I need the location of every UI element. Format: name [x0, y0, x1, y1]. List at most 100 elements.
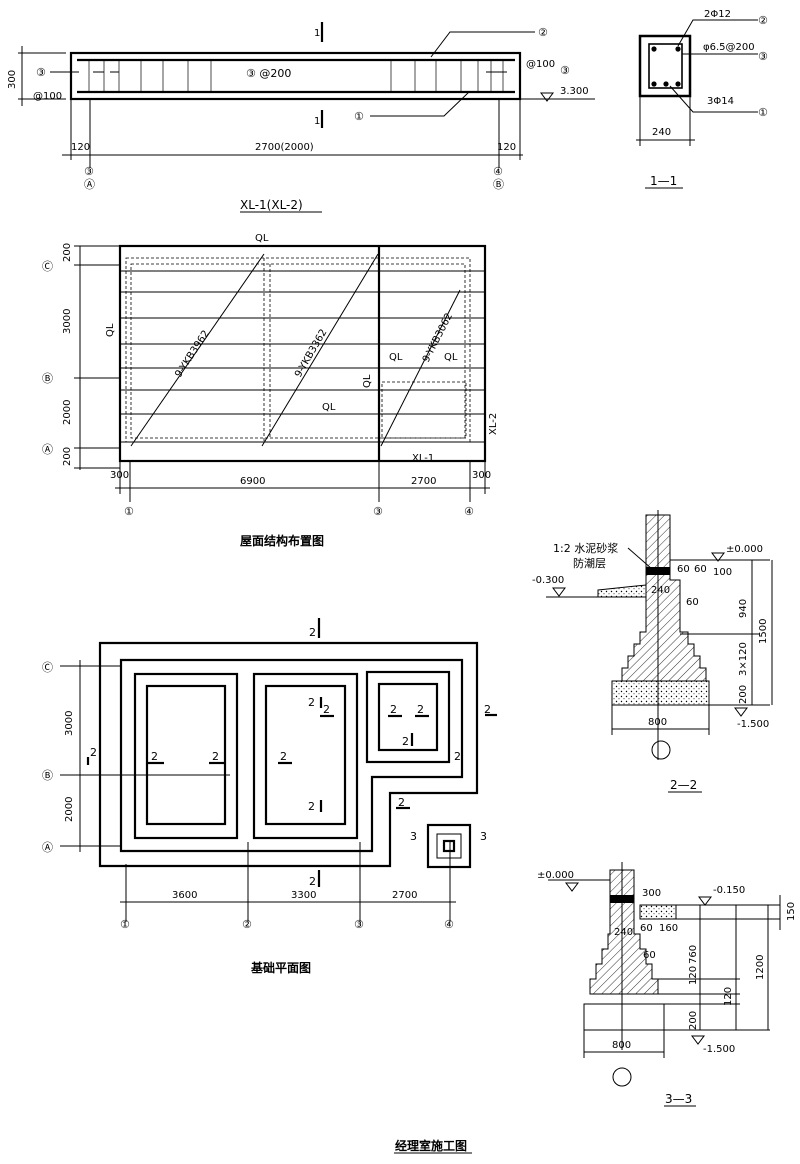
roof-ql-top: QL	[255, 233, 269, 244]
beam-dim-right: 120	[497, 142, 516, 153]
foundation-mark-right: 2	[484, 703, 491, 716]
foundation-dim-3300: 3300	[291, 890, 316, 901]
section-3-dim-60b: 60	[643, 950, 656, 961]
section-3-dim-800: 800	[612, 1040, 631, 1051]
foundation-axis-c: Ⓒ	[42, 661, 53, 674]
foundation-mark-room1-left: 2	[151, 750, 158, 763]
roof-axis-a: Ⓐ	[42, 443, 53, 456]
section-3-dim-1200: 1200	[755, 955, 766, 980]
stirrup-spacing-right: @100	[526, 59, 555, 70]
callout-stirrup-left: ③	[36, 66, 46, 79]
section-1-bottom-bars: 3Φ14	[707, 96, 734, 107]
section-2-elev-top: ±0.000	[726, 544, 763, 555]
section-mark-top: 1	[314, 28, 320, 39]
beam-dim-left: 120	[71, 142, 90, 153]
roof-ql-vertical: QL	[362, 374, 373, 388]
section-1-width: 240	[652, 127, 671, 138]
section-2-elev-ground: -0.300	[532, 575, 564, 586]
section-3-elev-top: ±0.000	[537, 870, 574, 881]
section-2-dim-3x120: 3×120	[738, 642, 749, 676]
roof-axis-b: Ⓑ	[42, 372, 53, 385]
foundation-mark-room2-bottom: 2	[308, 800, 315, 813]
section-3-dim-120b: 120	[723, 987, 734, 1006]
roof-dim-bottom-300a: 300	[110, 470, 129, 481]
roof-axis-3: ③	[373, 505, 383, 518]
foundation-mark-room2-left: 2	[280, 750, 287, 763]
pier-mark-left: 3	[410, 830, 417, 843]
section-3-3: ±0.000 300 -0.150 240 60 160 60 120 760 …	[537, 862, 797, 1107]
foundation-mark-room2-top: 2	[308, 696, 315, 709]
foundation-mark-room3-c: 2	[402, 735, 409, 748]
roof-ql-left: QL	[105, 323, 116, 337]
roof-dim-bottom-2700: 2700	[411, 476, 436, 487]
roof-dim-bottom-300b: 300	[472, 470, 491, 481]
beam-elevation: 1 1 ② ① ③ ③ @200 ③ @100 @100 3.300 300 1…	[7, 22, 595, 213]
beam-axis-4: ④	[493, 165, 503, 178]
section-3-elev-bottom: -1.500	[703, 1044, 735, 1055]
beam-outline	[69, 51, 522, 101]
section-2-dim-940: 940	[738, 599, 749, 618]
foundation-mark-room1-right: 2	[212, 750, 219, 763]
roof-axis-1: ①	[124, 505, 134, 518]
foundation-mark-room3-a: 2	[390, 703, 397, 716]
roof-axis-c: Ⓒ	[42, 260, 53, 273]
foundation-mark-bottom: 2	[309, 875, 316, 888]
section-3-dim-120a: 120	[688, 966, 699, 985]
beam-axis-b: Ⓑ	[493, 178, 504, 191]
section-2-dim-800: 800	[648, 717, 667, 728]
foundation-dim-2000: 2000	[64, 797, 75, 822]
foundation-mark-room3-right: 2	[454, 750, 461, 763]
foundation-mark-left: 2	[90, 746, 97, 759]
foundation-cut-marks	[86, 618, 497, 887]
foundation-mark-room3-b: 2	[417, 703, 424, 716]
roof-slab-2: 9-YKB3362	[293, 327, 329, 379]
beam-stirrups	[88, 60, 504, 92]
section-2-dim-60b: 60	[694, 564, 707, 575]
roof-beam-xl2: XL-2	[488, 413, 499, 435]
section-2-note-dpc: 防潮层	[573, 556, 606, 570]
section-2-note-mortar: 1:2 水泥砂浆	[553, 541, 618, 555]
section-2-title: 2—2	[670, 778, 697, 792]
roof-slab-1: 9-YKB3962	[173, 329, 212, 380]
slab-lines	[120, 270, 485, 443]
section-2-dim-240: 240	[651, 585, 670, 596]
section-1-title: 1—1	[650, 174, 677, 188]
section-1-callout-1: ①	[758, 106, 768, 119]
section-3-dim-300: 300	[642, 888, 661, 899]
beam-axis-a: Ⓐ	[84, 178, 95, 191]
foundation-mark-step: 2	[398, 796, 405, 809]
section-1-callout-3: ③	[758, 50, 768, 63]
foundation-axis-1: ①	[120, 918, 130, 931]
foundation-axis-lines	[60, 665, 451, 922]
foundation-axis-b: Ⓑ	[42, 769, 53, 782]
section-2-dim-60a: 60	[677, 564, 690, 575]
roof-plan: QL QL QL QL QL QL 9-YKB3962 9-YKB3362 9-…	[42, 233, 499, 548]
section-3-dim-240: 240	[614, 927, 633, 938]
section-3-dim-200: 200	[688, 1011, 699, 1030]
pier-mark-right: 3	[480, 830, 487, 843]
section-3-elev-side: -0.150	[713, 885, 745, 896]
callout-stirrup-mid-num: ③ @200	[246, 67, 291, 80]
stirrup-spacing-left: @100	[33, 91, 62, 102]
section-3-dim-160: 160	[659, 923, 678, 934]
foundation-plan: 2 2 2 2 2 2 2 2 2 2 2 2 2 2 2 3 3 3000 2…	[42, 618, 497, 975]
section-2-dim-100: 100	[713, 567, 732, 578]
foundation-dim-2700: 2700	[392, 890, 417, 901]
beam-height-dim: 300	[7, 70, 18, 89]
roof-dim-left-200a: 200	[62, 243, 73, 262]
beam-title: XL-1(XL-2)	[240, 198, 303, 212]
sheet-title: 经理室施工图	[395, 1138, 467, 1153]
foundation-mark-room2-inner: 2	[323, 703, 330, 716]
section-2-elev-bottom: -1.500	[737, 719, 769, 730]
section-2-dim-60c: 60	[686, 597, 699, 608]
roof-dim-left-3000: 3000	[62, 309, 73, 334]
foundation-axis-a: Ⓐ	[42, 841, 53, 854]
roof-ql-room3a: QL	[389, 352, 403, 363]
foundation-axis-2: ②	[242, 918, 252, 931]
callout-bar-2: ②	[538, 26, 548, 39]
section-mark-bottom: 1	[314, 116, 320, 127]
roof-ql-mid: QL	[322, 402, 336, 413]
section-2-dim-1500: 1500	[758, 619, 769, 644]
roof-dim-left-2000: 2000	[62, 400, 73, 425]
